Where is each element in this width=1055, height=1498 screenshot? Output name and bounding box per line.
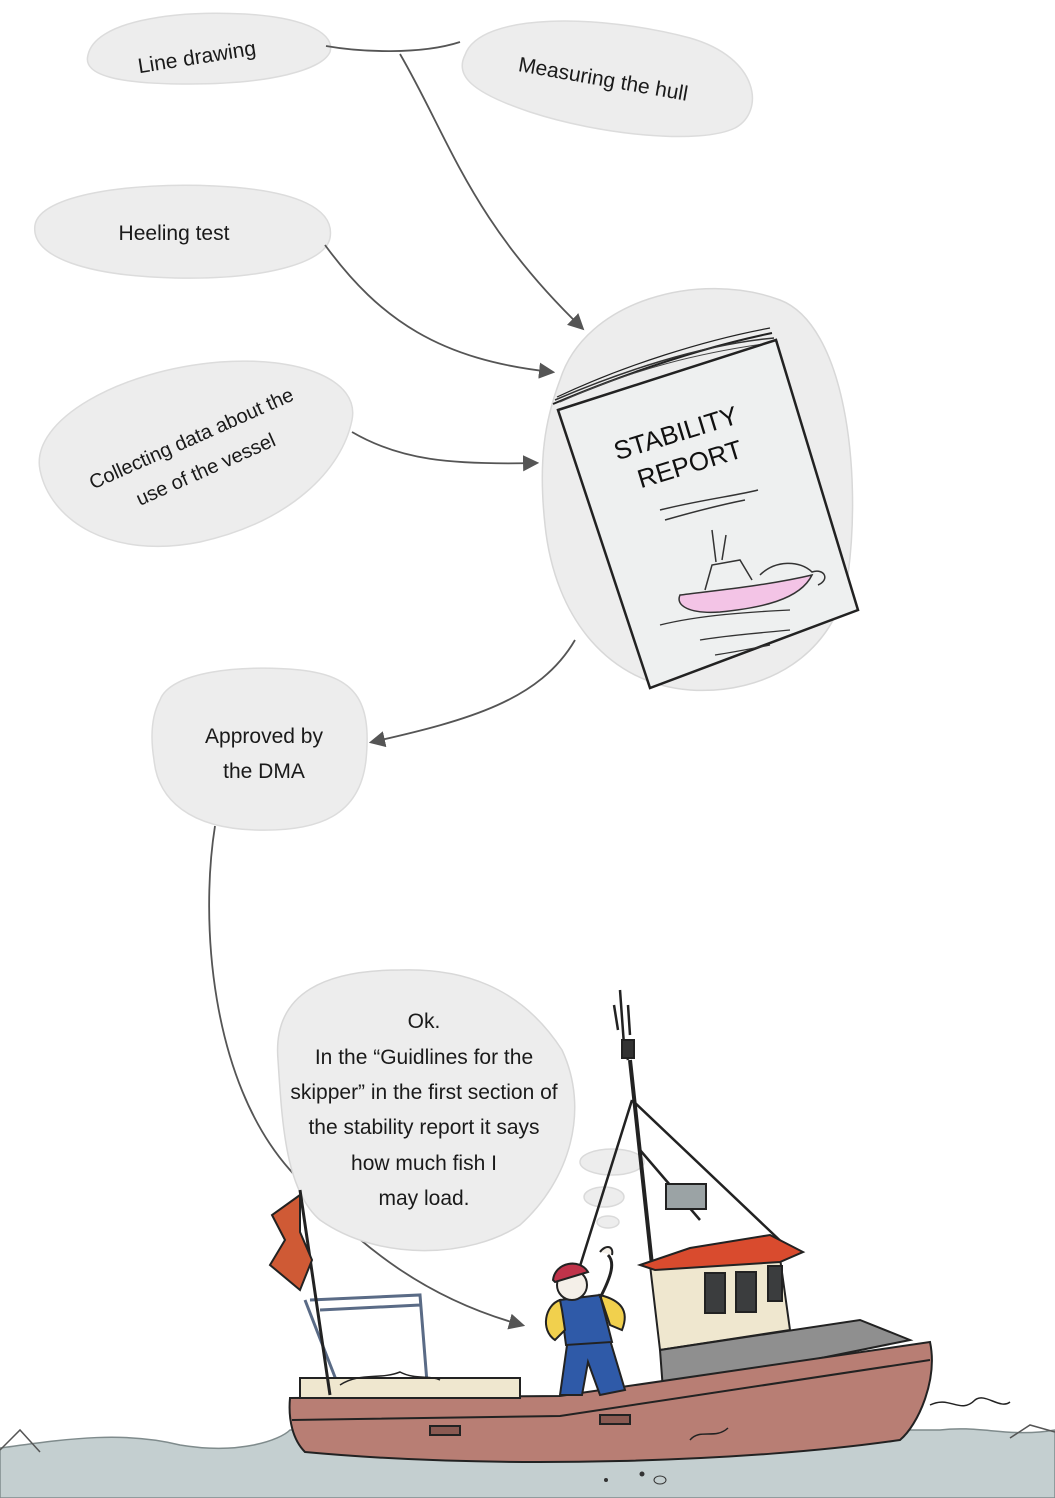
approved-line2: the DMA (223, 760, 305, 783)
hull-port-1 (430, 1426, 460, 1435)
thought-line-1: Ok. (408, 1010, 441, 1033)
arrow-heeling-to-report (325, 245, 552, 372)
hull-port-2 (600, 1415, 630, 1424)
thought-line-6: may load. (378, 1187, 469, 1210)
bubble-line-drawing: Line drawing (87, 13, 330, 84)
bubble-heeling-test: Heeling test (35, 185, 331, 278)
arrow-report-to-approved (372, 640, 575, 742)
mast-light (622, 1040, 634, 1058)
bubble-collecting-data: Collecting data about the use of the ves… (39, 361, 352, 546)
bubble-measuring-hull: Measuring the hull (462, 21, 752, 136)
thought-line-4: the stability report it says (308, 1116, 539, 1139)
skipper-legs (560, 1338, 625, 1395)
stern-box (300, 1378, 520, 1398)
thought-dot-3 (597, 1216, 619, 1228)
connector-line-drawing-measuring (326, 42, 460, 51)
thought-bubble: Ok. In the “Guidlines for the skipper” i… (278, 970, 644, 1251)
thought-line-2: In the “Guidlines for the (315, 1046, 533, 1069)
cabin-window-1 (705, 1273, 725, 1313)
approved-line1: Approved by (205, 725, 323, 748)
cabin-window-3 (768, 1266, 782, 1301)
flag (270, 1195, 312, 1290)
radar-box (666, 1184, 706, 1209)
thought-line-5: how much fish I (351, 1152, 497, 1175)
skipper (546, 1247, 625, 1395)
arrow-collecting-to-report (352, 432, 536, 463)
heeling-test-label: Heeling test (119, 222, 230, 245)
bow-splash (930, 1398, 1010, 1406)
skipper-hand-wave (600, 1247, 612, 1255)
cabin-window-2 (736, 1272, 756, 1312)
thought-line-3: skipper” in the first section of (290, 1081, 557, 1104)
bubble-approved: Approved by the DMA (152, 668, 367, 830)
skipper-arm (600, 1255, 612, 1298)
